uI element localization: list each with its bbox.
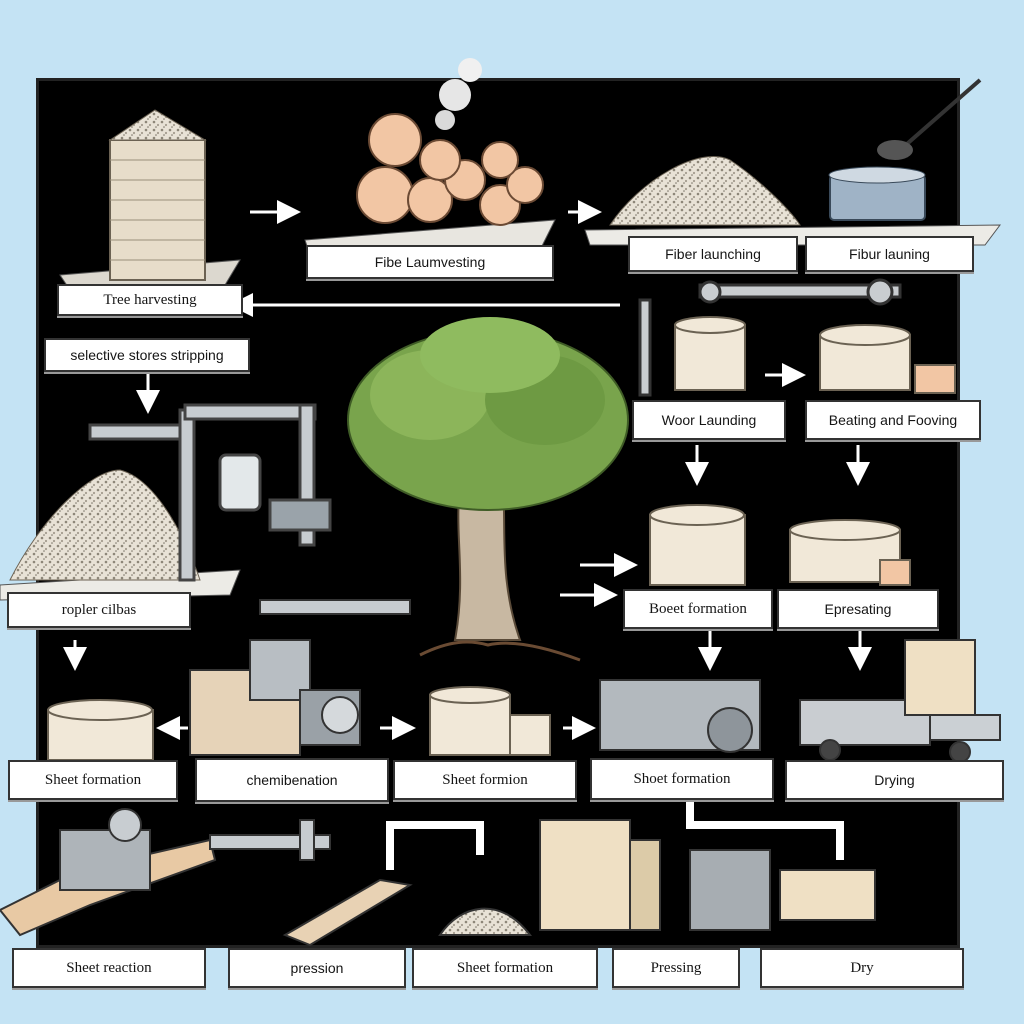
label-bearing-and-forming: Beating and Fooving	[805, 400, 981, 440]
bottom-machines	[0, 808, 876, 947]
label-fiber-launching-2: Fibur launing	[805, 236, 974, 272]
pipe-system-right	[638, 278, 902, 397]
label-pressing-2: Pressing	[612, 948, 740, 988]
label-sheet-formation-5: Sheet formation	[412, 948, 598, 988]
label-sheet-formation-3: Sheet formion	[393, 760, 577, 800]
label-chemical-treatment: chemibenation	[195, 758, 389, 802]
label-wood-laundering: Woor Launding	[632, 400, 786, 440]
paper-stack-illustration	[59, 109, 241, 291]
machine-illustrations	[189, 599, 1001, 763]
label-sheet-formation-2: Sheet formation	[8, 760, 178, 800]
label-pression: pression	[228, 948, 406, 988]
chip-pile-left	[0, 469, 241, 601]
pot-illustration	[828, 78, 982, 221]
flow-arrows	[63, 200, 872, 740]
label-fiber-harvesting: Fibe Laumvesting	[306, 245, 554, 279]
label-fiber-launching-1: Fiber launching	[628, 236, 798, 272]
pipe-system-left	[88, 403, 332, 582]
tree-illustration	[347, 317, 629, 662]
roll-illustrations	[47, 316, 956, 761]
label-bark-stripping: selective stores stripping	[44, 338, 250, 372]
label-sheet-formation-4: Shoet formation	[590, 758, 774, 800]
label-pressing-1: Epresating	[777, 589, 939, 629]
label-tree-harvesting: Tree harvesting	[57, 284, 243, 316]
label-dry: Dry	[760, 948, 964, 988]
label-sheet-reaction: Sheet reaction	[12, 948, 206, 988]
chip-pile-illustration	[584, 155, 1002, 246]
logs-illustration	[304, 58, 556, 256]
label-drying-1: Drying	[785, 760, 1004, 800]
label-sheet-formation-1: Boeet formation	[623, 589, 773, 629]
label-wood-chips: ropler cilbas	[7, 592, 191, 628]
